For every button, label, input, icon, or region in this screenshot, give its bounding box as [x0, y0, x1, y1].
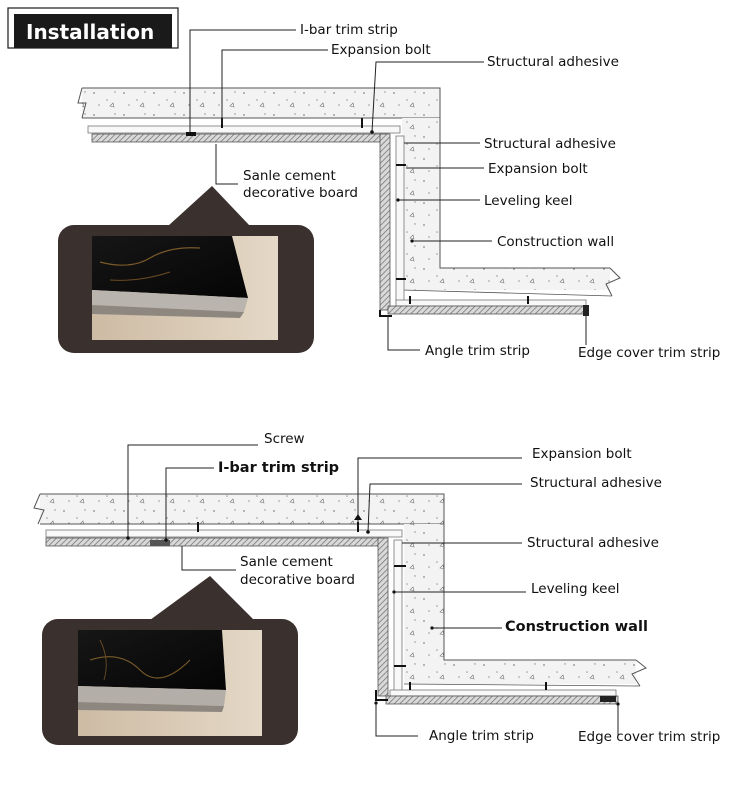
label-ibar-1: I-bar trim strip: [300, 22, 398, 38]
label-structural-adhesive-top-2: Structural adhesive: [530, 475, 662, 491]
edge-cover-shape-1: [583, 305, 589, 316]
label-expansion-bolt-right-1: Expansion bolt: [488, 161, 588, 177]
adhesive-layer-2: [45, 529, 403, 538]
ceiling-slab-2: [33, 493, 445, 525]
board-horizontal-2: [45, 537, 383, 547]
label-edge-cover-2: Edge cover trim strip: [578, 729, 720, 745]
label-board-line1-1: Sanle cement: [243, 168, 336, 184]
ibar-shape-2: [150, 540, 170, 546]
label-structural-adhesive-top-1: Structural adhesive: [487, 54, 619, 70]
adhesive-layer-bottom-2: [389, 689, 617, 697]
callout-photo-2: [42, 576, 298, 745]
label-leveling-keel-2: Leveling keel: [531, 581, 620, 597]
board-bottom-1: [387, 305, 589, 315]
adhesive-layer-bottom-1: [395, 299, 587, 307]
label-angle-trim-2: Angle trim strip: [429, 728, 534, 744]
adhesive-layer-vertical-2: [393, 539, 403, 697]
label-board-line2-2: decorative board: [240, 572, 355, 588]
bolts-1: [221, 118, 529, 304]
board-bottom-2: [385, 695, 619, 705]
leader-lines-2: [127, 444, 619, 737]
label-expansion-bolt-2: Expansion bolt: [532, 446, 632, 462]
label-construction-wall-1: Construction wall: [497, 234, 614, 250]
callout-photo-1: [58, 186, 314, 353]
title-tag: Installation: [7, 7, 179, 49]
label-construction-wall-2: Construction wall: [505, 619, 648, 635]
board-horizontal-1: [91, 133, 389, 143]
angle-trim-shape-2: [375, 690, 388, 701]
label-expansion-bolt-top-1: Expansion bolt: [331, 42, 431, 58]
edge-cover-shape-2: [600, 696, 616, 702]
label-angle-trim-1: Angle trim strip: [425, 343, 530, 359]
construction-wall-2: [403, 494, 647, 687]
label-board-line2-1: decorative board: [243, 185, 358, 201]
diagram-2: Screw I-bar trim strip Expansion bolt St…: [33, 431, 720, 745]
label-leveling-keel-1: Leveling keel: [484, 193, 573, 209]
label-structural-adhesive-right-2: Structural adhesive: [527, 535, 659, 551]
ceiling-slab-1: [77, 87, 441, 119]
board-vertical-2: [377, 537, 389, 697]
label-board-line1-2: Sanle cement: [240, 554, 333, 570]
label-ibar-2: I-bar trim strip: [218, 460, 339, 476]
construction-wall-1: [401, 88, 621, 297]
label-edge-cover-1: Edge cover trim strip: [578, 345, 720, 361]
label-screw-2: Screw: [264, 431, 305, 447]
adhesive-layer-1: [87, 125, 401, 134]
diagram-1: I-bar trim strip Expansion bolt Structur…: [58, 22, 720, 361]
leader-lines-1: [189, 29, 587, 351]
page-title: Installation: [26, 20, 154, 44]
board-vertical-1: [379, 133, 391, 311]
label-structural-adhesive-right-1: Structural adhesive: [484, 136, 616, 152]
